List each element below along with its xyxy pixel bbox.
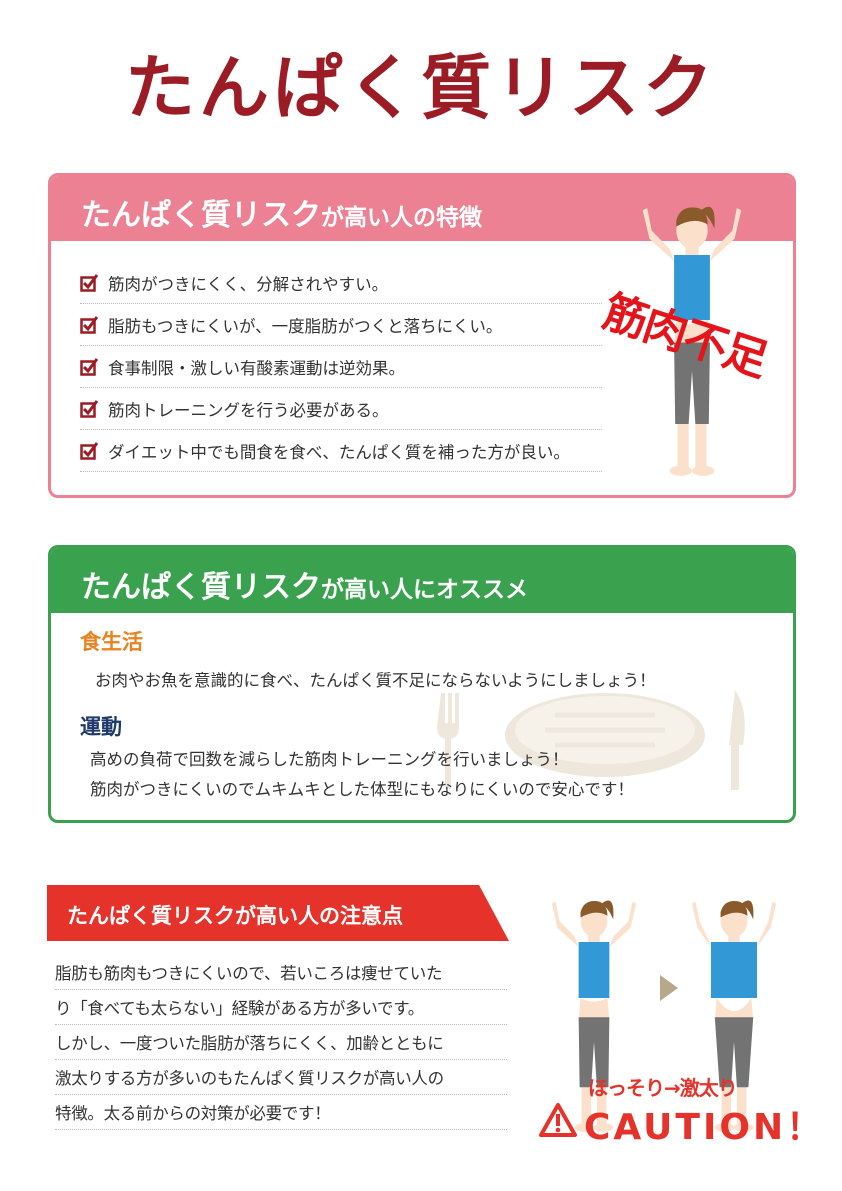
features-heading: たんぱく質リスクが高い人の特徴: [51, 176, 793, 241]
item-text: ダイエット中でも間食を食べ、たんぱく質を補った方が良い。: [108, 442, 570, 462]
diet-text: お肉やお魚を意識的に食べ、たんぱく質不足にならないようにしましょう！: [95, 671, 656, 690]
paragraph-line: 特徴。太る前からの対策が必要です！: [55, 1095, 507, 1130]
heading-main: たんぱく質リスク: [81, 198, 321, 233]
heavy-woman-illustration: [686, 893, 782, 1138]
item-text: 筋肉がつきにくく、分解されやすい。: [108, 274, 389, 294]
list-item: 筋肉がつきにくく、分解されやすい。: [80, 262, 602, 304]
heading-main: たんぱく質リスク: [81, 570, 321, 605]
checkbox-checked-icon: [80, 315, 98, 334]
warning-icon: [539, 1103, 577, 1137]
heading-rest: が高い人の特徴: [321, 204, 482, 231]
list-item: 食事制限・激しい有酸素運動は逆効果。: [80, 346, 602, 388]
list-item: 脂肪もつきにくいが、一度脂肪がつくと落ちにくい。: [80, 304, 602, 346]
slim-woman-illustration: [636, 198, 748, 483]
paragraph-line: り「食べても太らない」経験がある方が多いです。: [55, 990, 507, 1025]
item-text: 脂肪もつきにくいが、一度脂肪がつくと落ちにくい。: [108, 316, 503, 336]
slim-to-heavy-label: ほっそり→激太り: [588, 1076, 738, 1100]
caution-heading-banner: たんぱく質リスクが高い人の注意点: [47, 885, 509, 941]
paragraph-line: 脂肪も筋肉もつきにくいので、若いころは痩せていた: [55, 955, 507, 990]
list-item: ダイエット中でも間食を食べ、たんぱく質を補った方が良い。: [80, 430, 602, 472]
slim-woman-illustration: [546, 893, 642, 1138]
caution-label: CAUTION！: [584, 1107, 826, 1148]
paragraph-line: しかし、一度ついた脂肪が落ちにくく、加齢とともに: [55, 1025, 507, 1060]
arrow-right-icon: [660, 975, 678, 1001]
exercise-label: 運動: [80, 714, 122, 739]
features-panel: たんぱく質リスクが高い人の特徴: [48, 173, 796, 498]
recommend-heading: たんぱく質リスクが高い人にオススメ: [51, 548, 793, 613]
recommend-panel: たんぱく質リスクが高い人にオススメ: [48, 545, 796, 823]
page-title: たんぱく質リスク: [125, 46, 717, 129]
item-text: 食事制限・激しい有酸素運動は逆効果。: [108, 358, 405, 378]
caution-paragraph: 脂肪も筋肉もつきにくいので、若いころは痩せていた り「食べても太らない」経験があ…: [55, 955, 507, 1130]
exercise-text-line: 筋肉がつきにくいのでムキムキとした体型にもなりにくいので安心です！: [90, 780, 634, 799]
checkbox-checked-icon: [80, 399, 98, 418]
checkbox-checked-icon: [80, 357, 98, 376]
cutlery-steak-watermark-icon: [437, 690, 745, 790]
list-item: 筋肉トレーニングを行う必要がある。: [80, 388, 602, 430]
exercise-text-line: 高めの負荷で回数を減らした筋肉トレーニングを行いましょう！: [90, 750, 569, 769]
diet-label: 食生活: [80, 629, 143, 654]
checkbox-checked-icon: [80, 273, 98, 292]
features-list: 筋肉がつきにくく、分解されやすい。 脂肪もつきにくいが、一度脂肪がつくと落ちにく…: [80, 262, 602, 472]
checkbox-checked-icon: [80, 441, 98, 460]
paragraph-line: 激太りする方が多いのもたんぱく質リスクが高い人の: [55, 1060, 507, 1095]
heading-rest: が高い人にオススメ: [321, 576, 528, 603]
item-text: 筋肉トレーニングを行う必要がある。: [108, 400, 389, 420]
